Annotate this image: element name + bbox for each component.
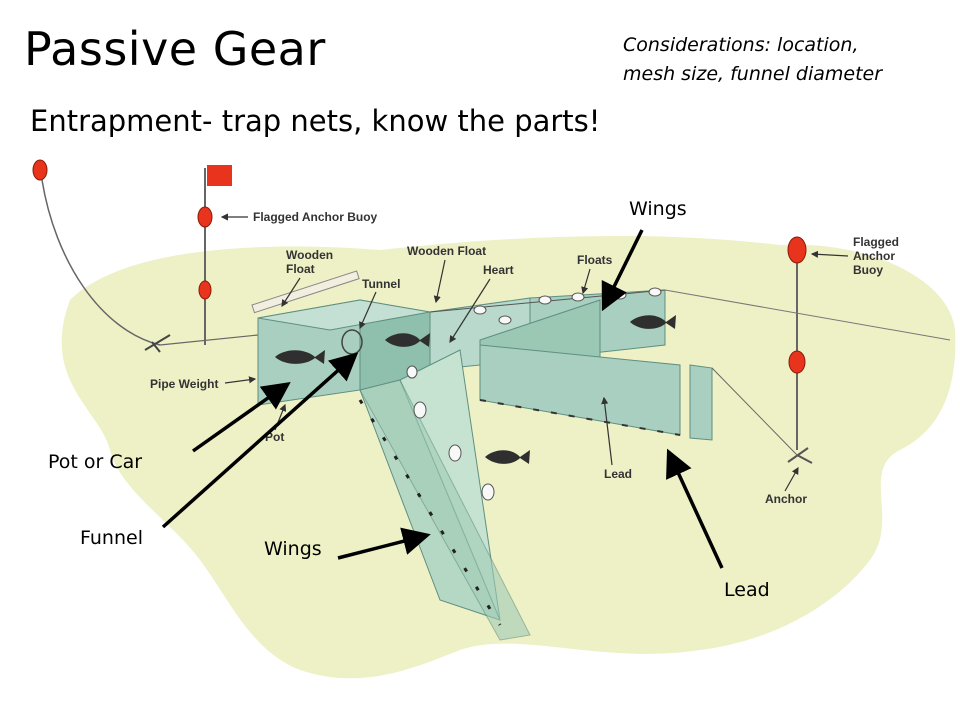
fish-icon bbox=[485, 450, 530, 464]
callouts: Wings Pot or Car Funnel Wings Lead bbox=[48, 198, 770, 601]
label-wooden-float-left-2: Float bbox=[286, 262, 315, 276]
label-flagged-anchor-buoy-right-1: Flagged bbox=[853, 235, 899, 249]
far-left-buoy-line bbox=[32, 159, 259, 353]
considerations-note: Considerations: location, mesh size, fun… bbox=[623, 31, 882, 89]
label-wooden-float-center: Wooden Float bbox=[407, 244, 486, 258]
callout-wings-top: Wings bbox=[629, 198, 687, 220]
label-wooden-float-left-1: Wooden bbox=[286, 248, 333, 262]
diagram-part-labels: Flagged Anchor Buoy Flagged Anchor Buoy … bbox=[150, 210, 899, 506]
slide-subtitle: Entrapment- trap nets, know the parts! bbox=[30, 104, 601, 138]
right-anchor-buoy bbox=[787, 236, 813, 464]
wooden-float-left-icon bbox=[251, 270, 360, 314]
callout-lead: Lead bbox=[724, 579, 770, 601]
fish-group bbox=[275, 315, 676, 464]
fish-icon bbox=[630, 315, 676, 329]
callout-wings-bottom: Wings bbox=[264, 538, 322, 560]
label-lead: Lead bbox=[604, 467, 632, 481]
label-tunnel: Tunnel bbox=[362, 277, 400, 291]
label-flagged-anchor-buoy-right-2: Anchor bbox=[853, 249, 895, 263]
considerations-line-2: mesh size, funnel diameter bbox=[623, 63, 883, 85]
label-flagged-anchor-buoy-left: Flagged Anchor Buoy bbox=[253, 210, 378, 224]
label-flagged-anchor-buoy-right-3: Buoy bbox=[853, 263, 883, 277]
considerations-line-1: Considerations: location, bbox=[623, 34, 859, 56]
trap-net-front-wings bbox=[358, 349, 531, 641]
label-pipe-weight: Pipe Weight bbox=[150, 377, 218, 391]
slide-title: Passive Gear bbox=[24, 22, 326, 76]
label-anchor: Anchor bbox=[765, 492, 807, 506]
callout-funnel: Funnel bbox=[80, 527, 143, 549]
red-flag-icon bbox=[207, 165, 232, 186]
label-floats: Floats bbox=[577, 253, 613, 267]
left-anchor-buoy bbox=[197, 165, 232, 345]
label-heart: Heart bbox=[483, 263, 514, 277]
callout-pot-or-car: Pot or Car bbox=[48, 451, 142, 473]
fish-icon bbox=[385, 333, 430, 347]
fish-icon bbox=[275, 350, 325, 364]
trap-net-lead bbox=[479, 344, 798, 456]
